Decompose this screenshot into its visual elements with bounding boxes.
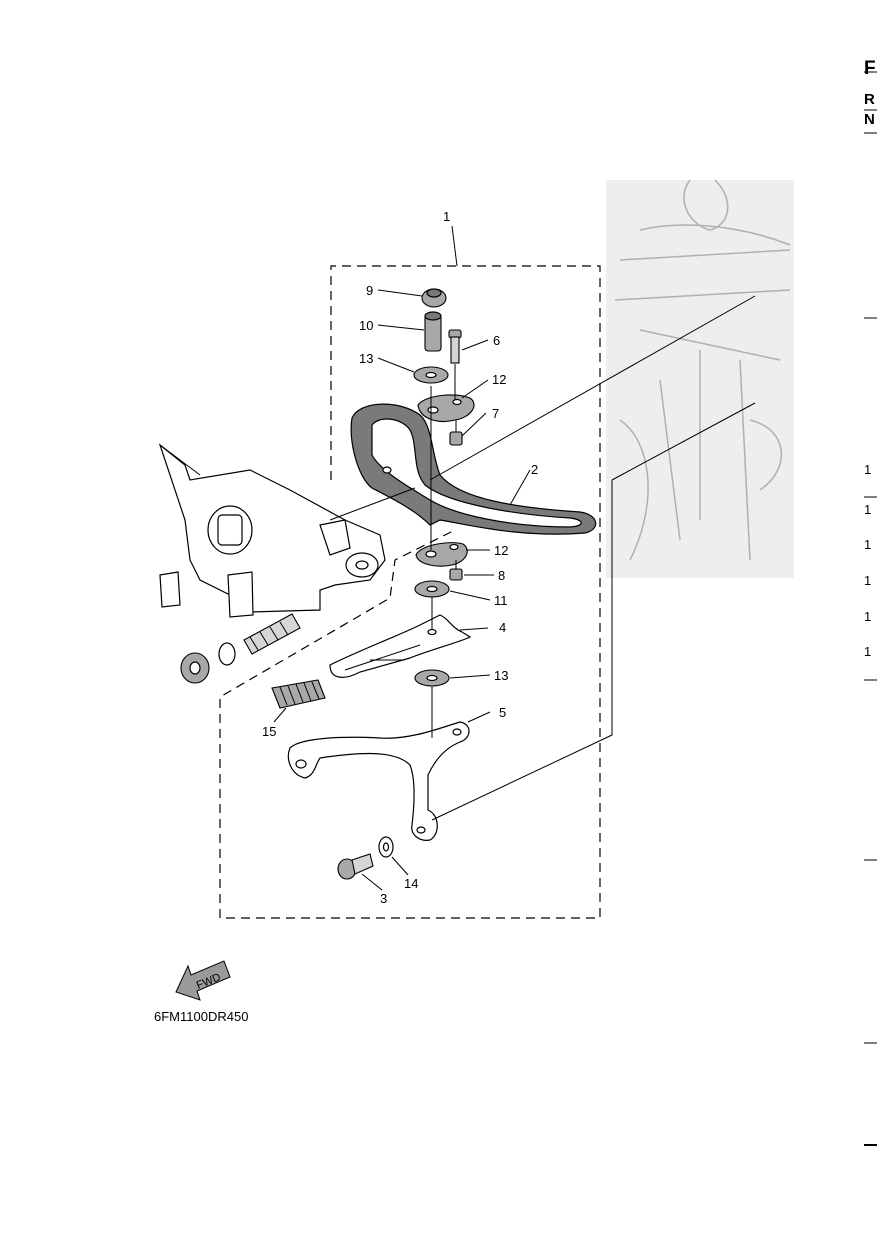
callout-9: 9 xyxy=(366,283,373,298)
callout-7: 7 xyxy=(492,406,499,421)
part-10-collar xyxy=(424,311,442,352)
o-ring xyxy=(218,642,236,666)
part-11-washer xyxy=(414,580,450,598)
part-14-washer xyxy=(378,836,394,858)
assembly-axis-lines xyxy=(159,295,756,821)
part-6-bolt xyxy=(448,329,462,364)
callout-15: 15 xyxy=(262,724,276,739)
callout-11: 11 xyxy=(494,593,508,608)
fwd-arrow-icon: FWD xyxy=(175,960,231,1001)
callout-13-top: 13 xyxy=(359,351,373,366)
spring-part xyxy=(243,613,301,655)
callout-3: 3 xyxy=(380,891,387,906)
callout-14: 14 xyxy=(404,876,418,891)
edge-heading: F xyxy=(864,58,876,79)
callout-5: 5 xyxy=(499,705,506,720)
callout-12-top: 12 xyxy=(492,372,506,387)
callout-10: 10 xyxy=(359,318,373,333)
part-12-plate-bottom xyxy=(415,542,468,567)
part-9-nut xyxy=(421,288,447,308)
tiller-housing xyxy=(158,443,386,618)
edge-row: 1 xyxy=(864,462,872,477)
edge-line-n: N xyxy=(864,111,875,128)
callout-labels: 1 9 10 6 13 12 7 2 12 8 11 4 13 15 5 14 … xyxy=(262,209,538,906)
part-15-pad xyxy=(271,679,326,709)
part-2-bracket xyxy=(350,403,597,535)
edge-row: 1 xyxy=(864,609,872,624)
callout-13-bottom: 13 xyxy=(494,668,508,683)
part-13-washer-bottom xyxy=(414,669,450,687)
callout-1: 1 xyxy=(443,209,450,224)
kit-boundary xyxy=(219,265,601,919)
callout-2: 2 xyxy=(531,462,538,477)
edge-line-r: R xyxy=(864,91,875,108)
diagram-code: 6FM1100DR450 xyxy=(154,1009,249,1024)
edge-row: 1 xyxy=(864,644,872,659)
callout-8: 8 xyxy=(498,568,505,583)
edge-marks xyxy=(864,71,877,1146)
part-3-bolt xyxy=(337,853,374,880)
engine-reference-photo xyxy=(606,179,794,578)
callout-4: 4 xyxy=(499,620,506,635)
callout-6: 6 xyxy=(493,333,500,348)
edge-row: 1 xyxy=(864,537,872,552)
part-12-plate-top xyxy=(417,394,475,423)
part-7-nut xyxy=(449,431,463,446)
part-5-lever xyxy=(287,721,470,841)
callout-12-bottom: 12 xyxy=(494,543,508,558)
part-4-plate xyxy=(329,614,472,678)
callout-leaders xyxy=(273,225,531,891)
part-8-nut xyxy=(449,568,463,581)
part-13-washer-top xyxy=(413,366,449,384)
edge-row: 1 xyxy=(864,573,872,588)
left-nut xyxy=(180,652,210,684)
edge-row: 1 xyxy=(864,502,872,517)
